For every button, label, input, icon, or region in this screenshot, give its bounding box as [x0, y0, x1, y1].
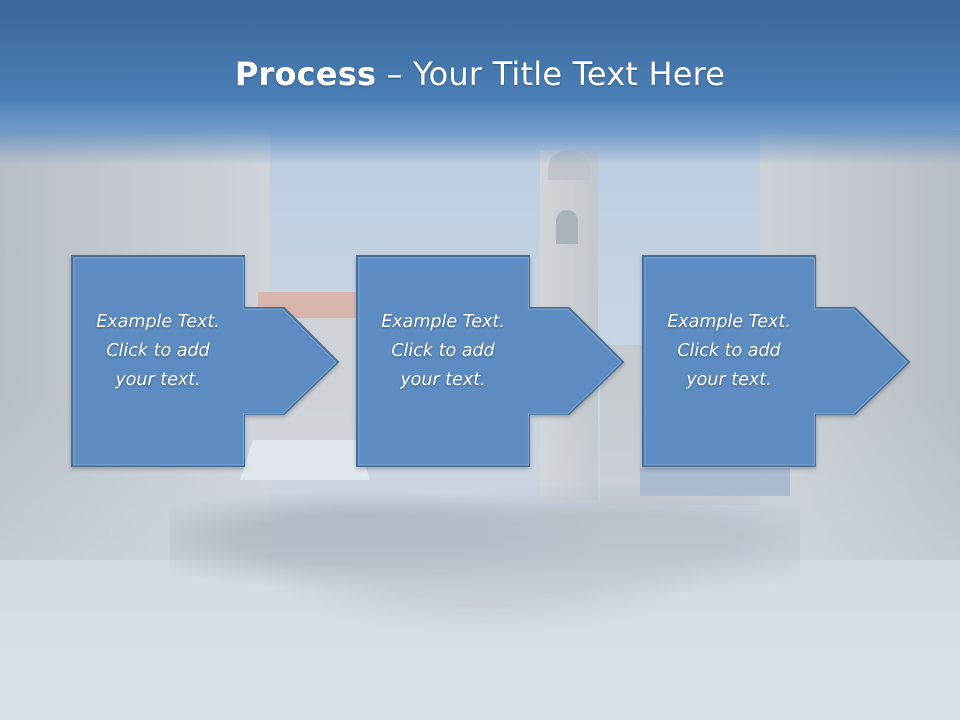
step-1-line-3: your text.: [115, 370, 201, 390]
step-1-line-2: Click to add: [106, 341, 210, 361]
step-3-line-1: Example Text.: [667, 312, 791, 332]
title-rest: – Your Title Text Here: [376, 55, 726, 93]
process-step-3[interactable]: Example Text. Click to add your text.: [642, 255, 913, 468]
arrow-box-shape-3: [642, 255, 911, 467]
step-3-text[interactable]: Example Text. Click to add your text.: [643, 308, 815, 395]
slide-title[interactable]: Process – Your Title Text Here: [0, 52, 960, 96]
title-band: [0, 0, 960, 165]
step-2-line-3: your text.: [400, 370, 486, 390]
arrow-box-shape-1: [71, 255, 340, 467]
step-2-line-1: Example Text.: [381, 312, 505, 332]
step-3-line-2: Click to add: [677, 341, 781, 361]
process-step-1[interactable]: Example Text. Click to add your text.: [71, 255, 342, 468]
title-bold: Process: [234, 55, 377, 93]
step-1-line-1: Example Text.: [96, 312, 220, 332]
step-2-text[interactable]: Example Text. Click to add your text.: [357, 308, 529, 395]
step-2-line-2: Click to add: [391, 341, 495, 361]
process-step-2[interactable]: Example Text. Click to add your text.: [356, 255, 627, 468]
step-1-text[interactable]: Example Text. Click to add your text.: [72, 308, 244, 395]
step-3-line-3: your text.: [686, 370, 772, 390]
arrow-box-shape-2: [356, 255, 625, 467]
